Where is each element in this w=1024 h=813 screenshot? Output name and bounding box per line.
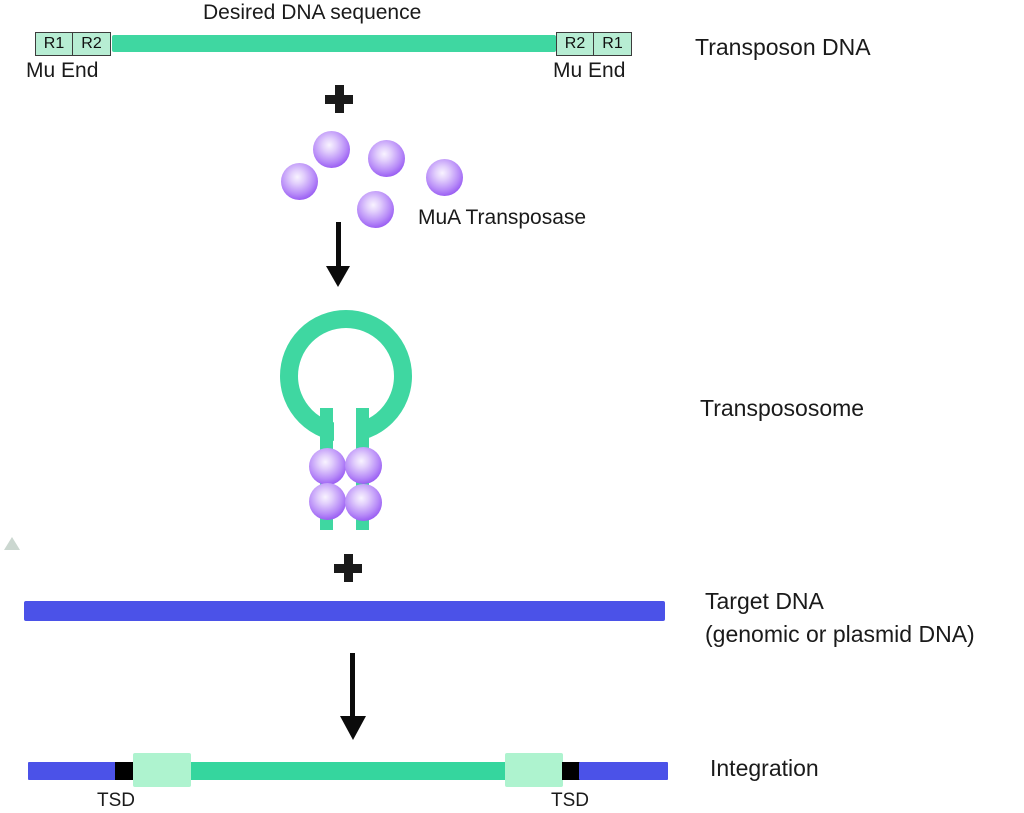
r2-box-left: R2 (73, 32, 111, 56)
mu-end-label-right: Mu End (553, 59, 626, 82)
target-dna-label-line2: (genomic or plasmid DNA) (705, 621, 975, 647)
mu-end-label-left: Mu End (26, 59, 99, 82)
transposase-sphere (357, 191, 394, 228)
transposon-dna-label: Transposon DNA (695, 34, 871, 60)
plus-icon (334, 554, 362, 582)
r2-box-right: R2 (556, 32, 594, 56)
transposase-sphere (281, 163, 318, 200)
target-dna-label: Target DNA (genomic or plasmid DNA) (705, 585, 975, 651)
left-mu-end-boxes: R1 R2 (35, 32, 111, 56)
target-dna-bar (24, 601, 665, 621)
tsd-black-segment-right (562, 762, 580, 780)
desired-dna-sequence-label: Desired DNA sequence (203, 1, 422, 24)
transposase-sphere (309, 483, 346, 520)
down-arrow-head (340, 716, 366, 740)
plus-icon (325, 85, 353, 113)
integration-label: Integration (710, 755, 819, 781)
r1-box-right: R1 (594, 32, 632, 56)
transposase-sphere (426, 159, 463, 196)
target-dna-label-line1: Target DNA (705, 588, 824, 614)
integration-transposon-green-bar (188, 762, 508, 780)
mu-end-pale-segment-right (505, 753, 563, 787)
right-mu-end-boxes: R2 R1 (556, 32, 632, 56)
mu-end-pale-segment-left (133, 753, 191, 787)
loop-gap (334, 416, 357, 450)
tsd-black-segment-left (115, 762, 135, 780)
transposase-sphere (368, 140, 405, 177)
transpososome-label: Transpososome (700, 395, 865, 421)
down-arrow-icon (350, 653, 355, 717)
transposase-sphere (345, 447, 382, 484)
transposase-sphere (313, 131, 350, 168)
transposase-sphere (345, 484, 382, 521)
tsd-label-left: TSD (97, 790, 135, 811)
transposase-sphere (309, 448, 346, 485)
up-triangle-watermark-icon (4, 537, 20, 550)
integration-blue-segment-right (579, 762, 668, 780)
r1-box-left: R1 (35, 32, 73, 56)
tsd-label-right: TSD (551, 790, 589, 811)
down-arrow-head (326, 266, 350, 287)
integration-blue-segment-left (28, 762, 116, 780)
mua-transposase-label: MuA Transposase (418, 206, 587, 229)
down-arrow-icon (336, 222, 341, 267)
transposon-dna-bar (112, 35, 556, 52)
